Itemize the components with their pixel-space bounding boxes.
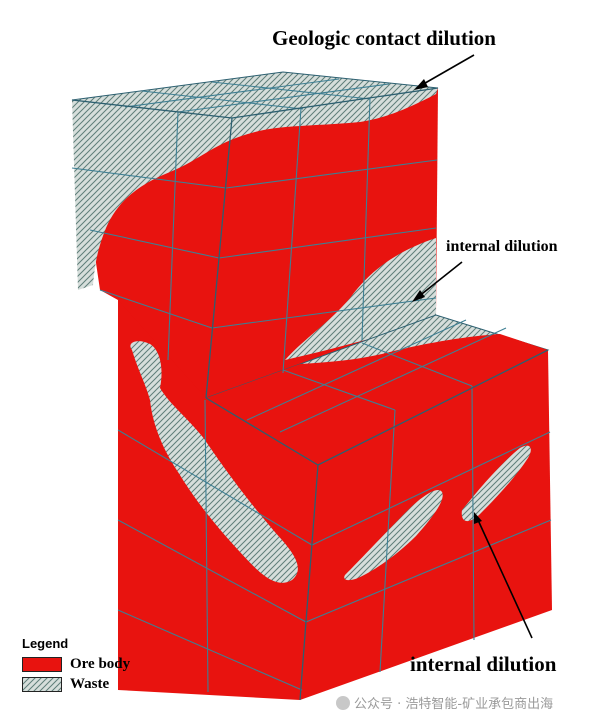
geologic-contact-dilution-label: Geologic contact dilution [272,26,496,50]
contact-waste-zone [72,88,438,290]
annotation-arrows [412,54,533,639]
waste-swatch [22,676,62,692]
legend-item-ore: Ore body [22,654,130,674]
internal-waste-front-2 [461,445,531,522]
wechat-icon [336,696,350,710]
internal-waste-front-1 [344,489,443,581]
internal-dilution-upper-label: internal dilution [446,238,558,255]
watermark-text: 公众号 · 浩特智能-矿业承包商出海 [354,697,554,712]
step-top-ore [206,334,548,465]
legend: Legend Ore body Waste [22,636,130,694]
lower-front-face [300,350,552,700]
ore-swatch [22,656,62,672]
block-edges [71,87,549,701]
legend-item-waste: Waste [22,674,130,694]
internal-dilution-lower-label: internal dilution [410,652,557,676]
legend-title: Legend [22,636,69,651]
block-grid [71,78,552,693]
watermark: 公众号 · 浩特智能-矿业承包商出海 [336,693,553,712]
legend-label-ore: Ore body [70,655,131,672]
legend-label-waste: Waste [70,675,110,692]
internal-waste-left [130,341,298,583]
